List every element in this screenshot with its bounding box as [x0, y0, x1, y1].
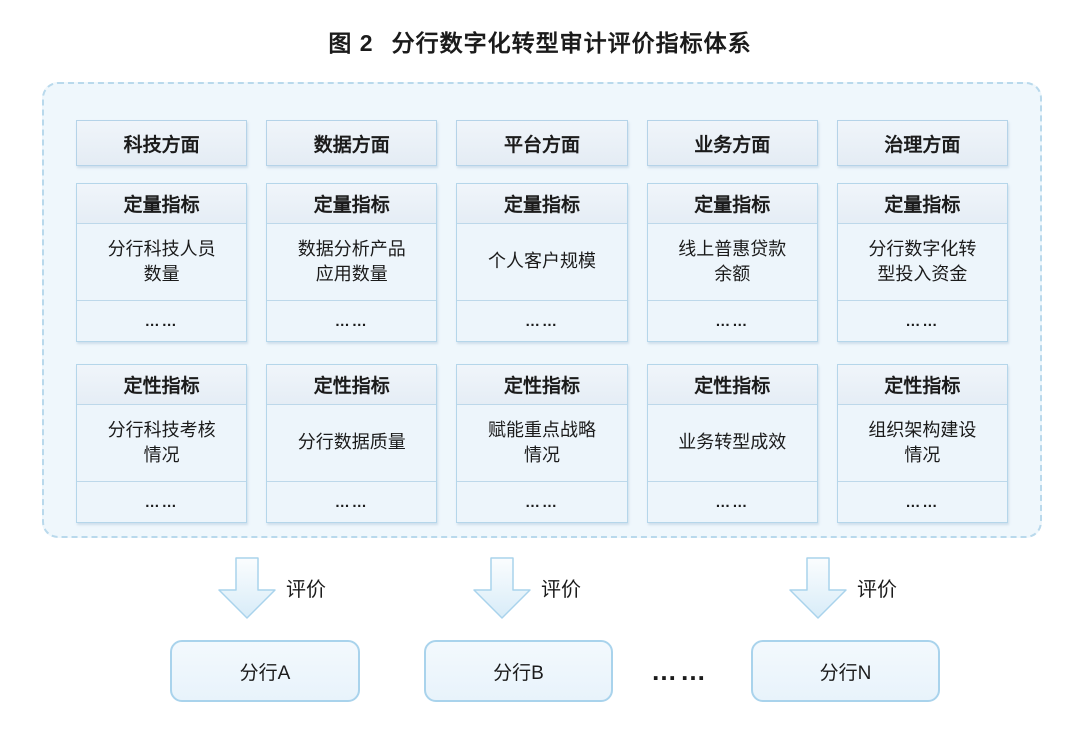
column-platform: 平台方面 定量指标 个人客户规模 …… 定性指标 赋能重点战略情况 …… — [456, 120, 628, 536]
qualitative-header: 定性指标 — [837, 365, 1008, 405]
arrow-label: 评价 — [541, 579, 581, 601]
aspect-header: 科技方面 — [76, 120, 248, 166]
aspect-header: 平台方面 — [456, 120, 628, 166]
indicator-system-container: 科技方面 定量指标 分行科技人员数量 …… 定性指标 分行科技考核情况 …… 数… — [42, 82, 1042, 538]
qualitative-ellipsis: …… — [457, 482, 627, 522]
qualitative-ellipsis: …… — [267, 482, 437, 522]
branch-n-box: 分行N — [751, 640, 940, 702]
aspect-header: 治理方面 — [836, 120, 1009, 166]
qualitative-ellipsis: …… — [647, 482, 817, 522]
arrow-label: 评价 — [857, 579, 897, 601]
down-arrow-icon — [473, 557, 531, 619]
figure-number: 图 2 — [328, 30, 374, 56]
quantitative-group: 定量指标 分行科技人员数量 …… — [76, 183, 248, 342]
quantitative-header: 定量指标 — [647, 184, 817, 224]
qualitative-header: 定性指标 — [647, 365, 817, 405]
qualitative-header: 定性指标 — [457, 365, 627, 405]
quantitative-header: 定量指标 — [837, 184, 1008, 224]
figure-title: 图 2 分行数字化转型审计评价指标体系 — [0, 24, 1080, 58]
quantitative-ellipsis: …… — [837, 301, 1008, 341]
quantitative-header: 定量指标 — [457, 184, 627, 224]
qualitative-group: 定性指标 分行科技考核情况 …… — [76, 364, 248, 523]
branches-ellipsis: …… — [651, 655, 709, 686]
aspect-header: 数据方面 — [266, 120, 438, 166]
column-business: 业务方面 定量指标 线上普惠贷款余额 …… 定性指标 业务转型成效 …… — [646, 120, 818, 536]
quantitative-header: 定量指标 — [267, 184, 437, 224]
qualitative-header: 定性指标 — [77, 365, 247, 405]
quantitative-item: 线上普惠贷款余额 — [647, 224, 817, 301]
aspect-header: 业务方面 — [646, 120, 818, 166]
branch-b-box: 分行B — [424, 640, 613, 702]
quantitative-group: 定量指标 分行数字化转型投入资金 …… — [836, 183, 1009, 342]
down-arrow-icon — [789, 557, 847, 619]
quantitative-header: 定量指标 — [77, 184, 247, 224]
quantitative-group: 定量指标 线上普惠贷款余额 …… — [646, 183, 818, 342]
qualitative-group: 定性指标 组织架构建设情况 …… — [836, 364, 1009, 523]
column-governance: 治理方面 定量指标 分行数字化转型投入资金 …… 定性指标 组织架构建设情况 …… — [836, 120, 1009, 536]
quantitative-item: 分行科技人员数量 — [77, 224, 247, 301]
quantitative-item: 个人客户规模 — [457, 224, 627, 301]
quantitative-ellipsis: …… — [457, 301, 627, 341]
quantitative-item: 分行数字化转型投入资金 — [837, 224, 1008, 301]
qualitative-item: 分行科技考核情况 — [77, 405, 247, 482]
quantitative-ellipsis: …… — [267, 301, 437, 341]
qualitative-group: 定性指标 赋能重点战略情况 …… — [456, 364, 628, 523]
qualitative-item: 赋能重点战略情况 — [457, 405, 627, 482]
figure-title-text: 分行数字化转型审计评价指标体系 — [391, 30, 752, 56]
branch-a-box: 分行A — [170, 640, 360, 702]
quantitative-group: 定量指标 数据分析产品应用数量 …… — [266, 183, 438, 342]
qualitative-item: 分行数据质量 — [267, 405, 437, 482]
qualitative-ellipsis: …… — [77, 482, 247, 522]
qualitative-group: 定性指标 业务转型成效 …… — [646, 364, 818, 523]
down-arrow-icon — [218, 557, 276, 619]
quantitative-ellipsis: …… — [647, 301, 817, 341]
qualitative-item: 业务转型成效 — [647, 405, 817, 482]
quantitative-ellipsis: …… — [77, 301, 247, 341]
arrow-label: 评价 — [286, 579, 326, 601]
qualitative-header: 定性指标 — [267, 365, 437, 405]
qualitative-item: 组织架构建设情况 — [837, 405, 1008, 482]
quantitative-group: 定量指标 个人客户规模 …… — [456, 183, 628, 342]
quantitative-item: 数据分析产品应用数量 — [267, 224, 437, 301]
column-data: 数据方面 定量指标 数据分析产品应用数量 …… 定性指标 分行数据质量 …… — [266, 120, 438, 536]
qualitative-group: 定性指标 分行数据质量 …… — [266, 364, 438, 523]
qualitative-ellipsis: …… — [837, 482, 1008, 522]
column-technology: 科技方面 定量指标 分行科技人员数量 …… 定性指标 分行科技考核情况 …… — [76, 120, 248, 536]
